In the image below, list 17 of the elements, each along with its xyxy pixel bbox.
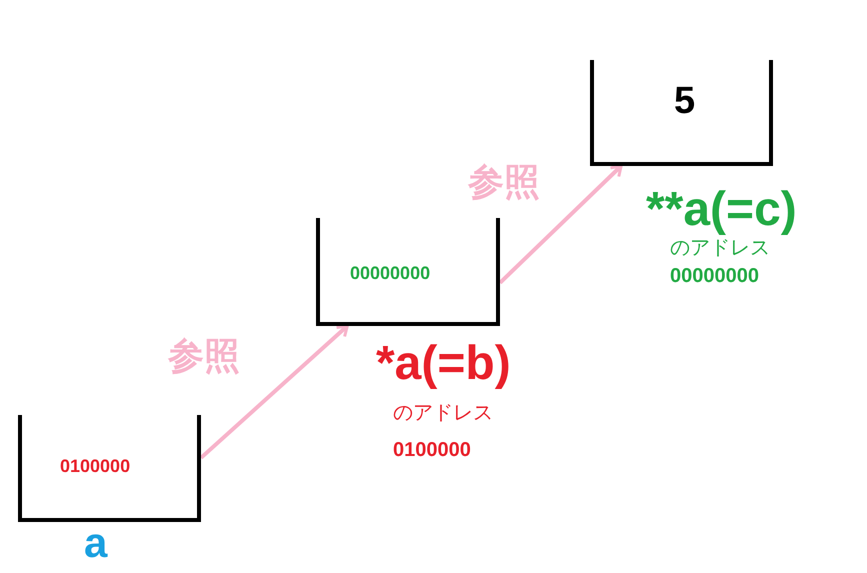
open-container [18,415,201,522]
value-text: 0100000 [60,455,130,478]
address-text: のアドレス [393,403,493,423]
variable-name: *a(=b) [376,340,511,388]
arrow [498,164,623,284]
variable-name: **a(=c) [646,186,797,234]
open-container [316,218,500,326]
open-container [590,60,773,166]
variable-name: a [84,522,108,564]
value-text: 5 [674,82,696,120]
edge-label: 参照 [468,164,540,200]
address-text: 0100000 [393,440,471,460]
address-text: のアドレス [670,238,770,258]
address-text: 00000000 [670,266,759,286]
edge-label: 参照 [168,338,240,374]
value-text: 00000000 [350,262,430,285]
arrow [200,324,349,460]
